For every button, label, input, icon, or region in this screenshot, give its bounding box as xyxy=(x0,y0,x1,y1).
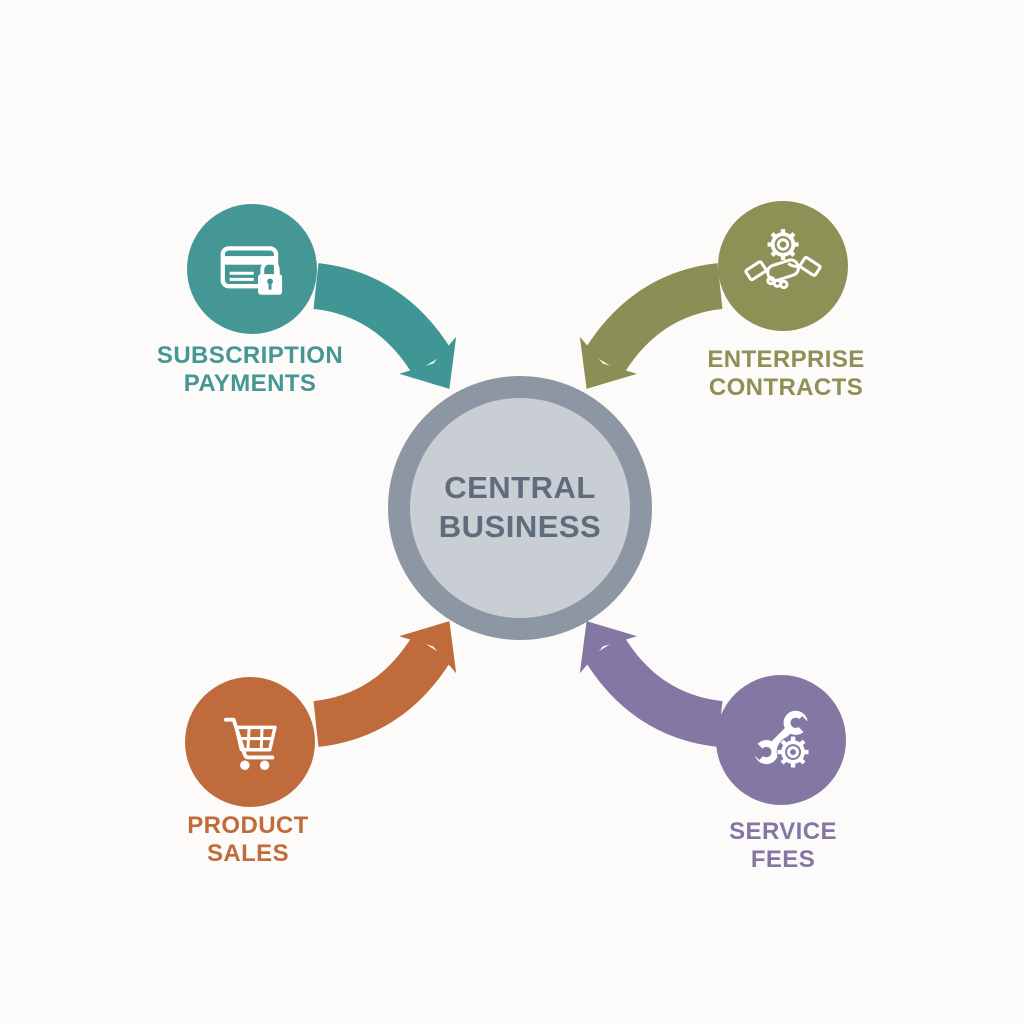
central-business-node: CENTRAL BUSINESS xyxy=(388,376,652,640)
node-product-sales xyxy=(185,677,315,807)
central-label-line1: CENTRAL xyxy=(444,470,596,506)
wrench-gear-icon xyxy=(748,710,814,769)
label-line1: SUBSCRIPTION xyxy=(156,342,344,369)
central-label-line2: BUSINESS xyxy=(438,509,602,544)
handshake xyxy=(744,255,822,290)
label-line2: FEES xyxy=(750,846,816,873)
shopping-cart-icon xyxy=(223,717,277,770)
label-subscription-payments: SUBSCRIPTION PAYMENTS xyxy=(100,342,400,398)
label-enterprise-contracts: ENTERPRISE CONTRACTS xyxy=(636,346,936,402)
node-service-fees xyxy=(716,675,846,805)
label-line1: ENTERPRISE xyxy=(707,346,865,373)
label-line1: SERVICE xyxy=(729,818,837,845)
node-enterprise-contracts xyxy=(718,201,848,331)
arrow-product-to-center xyxy=(312,621,457,747)
label-product-sales: PRODUCT SALES xyxy=(98,812,398,868)
arrow-service-to-center xyxy=(579,621,724,747)
label-line2: CONTRACTS xyxy=(708,374,864,401)
label-line1: PRODUCT xyxy=(187,812,309,839)
central-business-label: CENTRAL BUSINESS xyxy=(439,469,601,547)
credit-card-lock-icon xyxy=(220,246,283,295)
wrench xyxy=(748,710,814,765)
label-line2: PAYMENTS xyxy=(183,370,317,397)
gear-handshake-icon xyxy=(744,229,822,290)
arrow-subscription-to-center xyxy=(312,263,457,389)
label-service-fees: SERVICE FEES xyxy=(633,818,933,874)
node-subscription-payments xyxy=(187,204,317,334)
gear xyxy=(776,735,810,769)
label-line2: SALES xyxy=(206,840,289,867)
gear xyxy=(767,229,799,260)
arrow-enterprise-to-center xyxy=(579,263,724,389)
